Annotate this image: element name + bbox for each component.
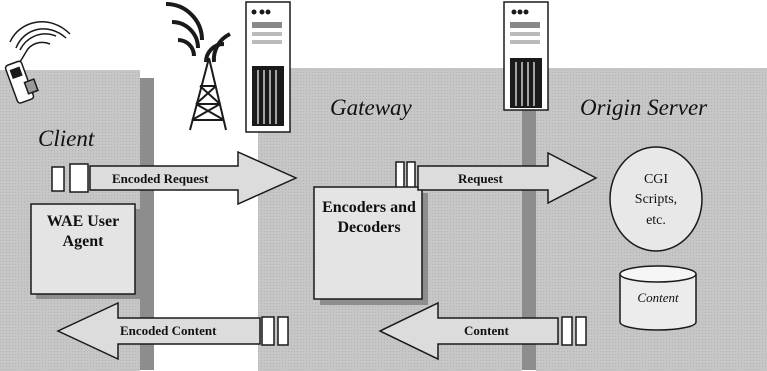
content-arrow xyxy=(378,301,559,361)
gateway-label: Gateway xyxy=(330,95,412,120)
server-tower-icon xyxy=(245,1,291,133)
wae-user-agent-text: WAE User Agent xyxy=(46,213,120,250)
client-label: Client xyxy=(38,126,95,151)
client-port-top xyxy=(51,163,89,193)
cgi-scripts-ellipse xyxy=(609,146,703,252)
request-label: Request xyxy=(458,171,503,186)
radio-tower-icon xyxy=(165,2,231,131)
cgi-scripts-text: CGI Scripts, etc. xyxy=(634,172,678,228)
encoded-request-label: Encoded Request xyxy=(112,171,209,186)
server-tower-icon xyxy=(503,1,549,111)
encoders-decoders-text: Encoders and Decoders xyxy=(322,199,416,236)
content-arrow-label: Content xyxy=(464,323,509,338)
mobile-phone-icon xyxy=(4,21,71,104)
wae-user-agent-box xyxy=(30,203,140,299)
encoded-request-arrow xyxy=(89,150,298,206)
content-database-cylinder xyxy=(619,265,697,331)
encoded-content-label: Encoded Content xyxy=(120,323,217,338)
request-arrow xyxy=(417,151,598,205)
origin-port-bottom xyxy=(561,316,587,346)
gateway-port-bottom xyxy=(261,316,289,346)
content-database-text: Content xyxy=(637,290,679,305)
origin-server-label: Origin Server xyxy=(580,95,708,120)
encoded-content-arrow xyxy=(56,301,261,361)
encoders-decoders-box xyxy=(313,186,428,305)
